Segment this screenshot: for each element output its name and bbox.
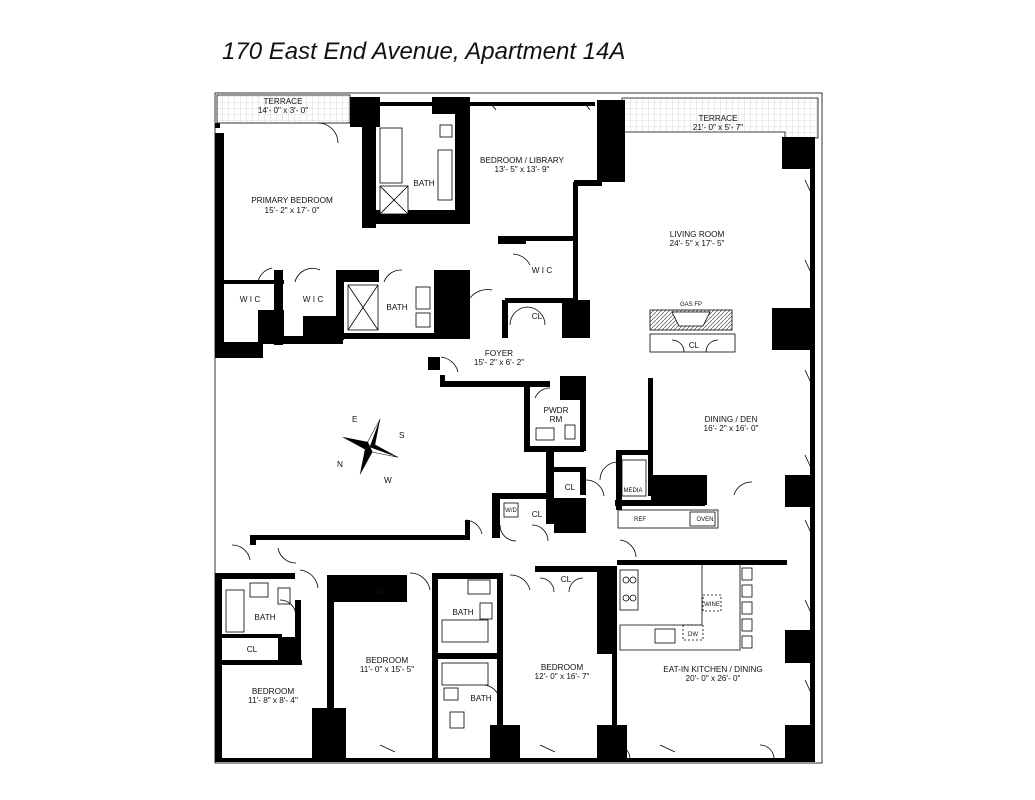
- kitchen-dims: 20'- 0" x 26'- 0": [686, 674, 741, 683]
- dining-den-dims: 16'- 2" x 16'- 0": [704, 424, 759, 433]
- bedroom-a-name: BEDROOM: [366, 656, 408, 665]
- cl-label-hall-1: CL: [565, 483, 576, 492]
- door-swings: [231, 102, 775, 759]
- bedroom-a-dims: 11'- 0" x 15'- 5": [360, 665, 414, 674]
- primary-bedroom-name: PRIMARY BEDROOM: [251, 196, 333, 205]
- small-labels: BATH BATH BATH BATH BATH W I C W I C W I…: [240, 179, 720, 703]
- living-room-name: LIVING ROOM: [670, 230, 725, 239]
- wic-label-3: W I C: [532, 266, 553, 275]
- bedroom-library-name: BEDROOM / LIBRARY: [480, 156, 565, 165]
- bedroom-library-dims: 13'- 5" x 13'- 9": [495, 165, 550, 174]
- bedroom-b-name: BEDROOM: [541, 663, 583, 672]
- room-labels: TERRACE 14'- 0" x 3'- 0" TERRACE 21'- 0"…: [248, 97, 763, 705]
- dining-den-name: DINING / DEN: [705, 415, 758, 424]
- bath-label-south-1: BATH: [254, 613, 275, 622]
- cl-label-hall-2: CL: [532, 510, 543, 519]
- compass-e-label: E: [352, 415, 358, 424]
- walls: [215, 97, 815, 762]
- kitchen-name: EAT-IN KITCHEN / DINING: [663, 665, 762, 674]
- terrace-west-name: TERRACE: [263, 97, 303, 106]
- gas-fp-label: GAS FP: [680, 302, 702, 308]
- bedroom-c-dims: 11'- 8" x 8'- 4": [248, 696, 298, 705]
- living-room-dims: 24'- 5" x 17'- 5": [670, 239, 725, 248]
- terrace-west: [216, 94, 351, 124]
- pwdr-label: PWDR: [543, 406, 568, 415]
- plan-title: 170 East End Avenue, Apartment 14A: [222, 38, 626, 65]
- compass-rose: [341, 418, 399, 476]
- wic-label-1: W I C: [240, 295, 261, 304]
- wine-label: WINE: [704, 602, 720, 608]
- cl-label-living: CL: [689, 341, 700, 350]
- cl-label-library: CL: [532, 312, 543, 321]
- foyer-name: FOYER: [485, 349, 513, 358]
- bath-label-primary: BATH: [413, 179, 434, 188]
- foyer-dims: 15'- 2" x 6'- 2": [474, 358, 524, 367]
- cl-label-bedroom-a: CL: [376, 587, 387, 596]
- compass-n-label: N: [337, 460, 343, 469]
- compass-w-label: W: [384, 476, 392, 485]
- compass-s-label: S: [399, 431, 405, 440]
- cl-label-bedroom-c: CL: [247, 645, 258, 654]
- dw-label: DW: [688, 632, 698, 638]
- exterior-outline: [214, 92, 823, 764]
- cl-label-bedroom-b: CL: [561, 575, 572, 584]
- bath-label-second: BATH: [386, 303, 407, 312]
- bath-label-south-3: BATH: [470, 694, 491, 703]
- bath-label-south-2: BATH: [452, 608, 473, 617]
- terrace-east-dims: 21'- 0" x 5'- 7": [693, 123, 743, 132]
- primary-bedroom-dims: 15'- 2" x 17'- 0": [265, 206, 320, 215]
- media-label: MEDIA: [623, 488, 642, 494]
- bedroom-b-dims: 12'- 0" x 16'- 7": [535, 672, 590, 681]
- wic-label-2: W I C: [303, 295, 324, 304]
- windows: [379, 179, 813, 753]
- terrace-west-dims: 14'- 0" x 3'- 0": [258, 106, 308, 115]
- fixtures: [225, 124, 753, 729]
- rm-label: RM: [550, 415, 563, 424]
- oven-label: OVEN: [696, 517, 713, 523]
- terrace-east-name: TERRACE: [698, 114, 738, 123]
- bedroom-c-name: BEDROOM: [252, 687, 294, 696]
- wd-label: W/D: [505, 508, 517, 514]
- ref-label: REF: [634, 517, 646, 523]
